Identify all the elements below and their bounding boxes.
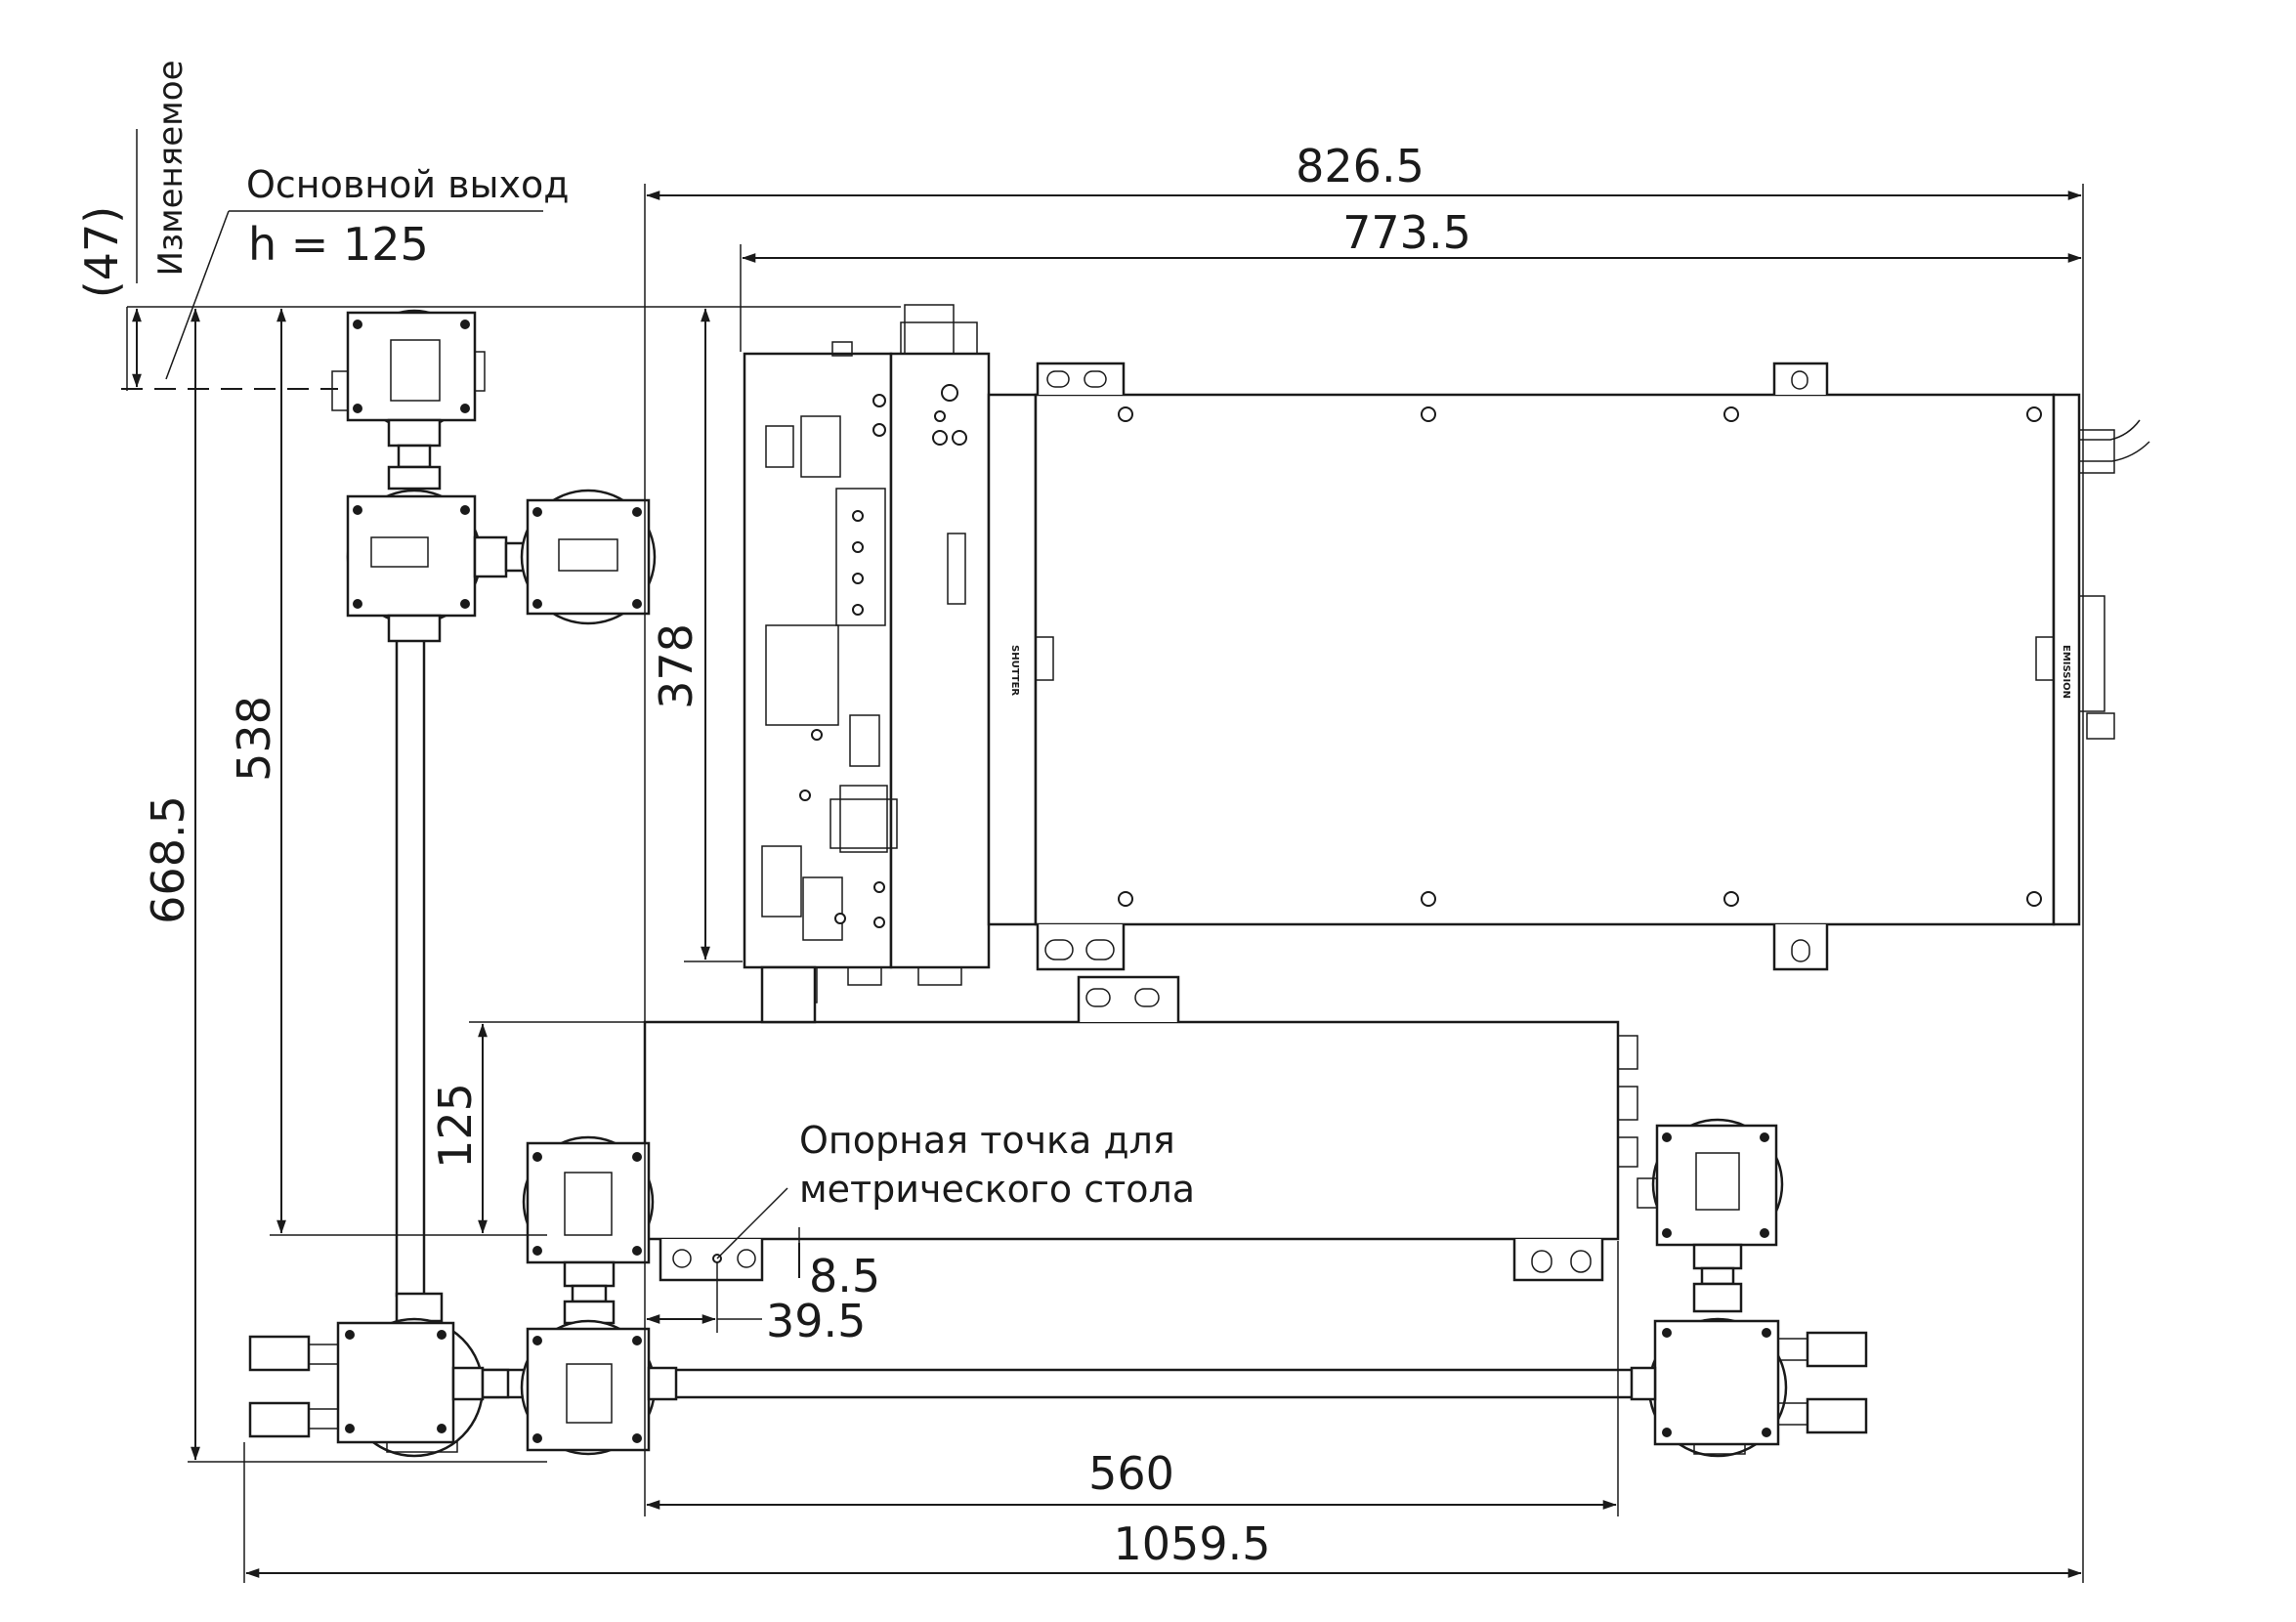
reference-point-label-line1: Опорная точка для — [799, 1119, 1175, 1162]
controller-right-panel — [889, 352, 991, 969]
emission-flange — [2052, 393, 2081, 926]
dim-beam-path-height: 538 — [228, 696, 280, 782]
laser-housing — [1034, 393, 2056, 926]
dim-overall-width: 826.5 — [1296, 140, 1424, 192]
main-output-label: Основной выход — [246, 163, 570, 206]
dim-laser-width: 773.5 — [1342, 206, 1471, 259]
splitter-head-right — [520, 489, 657, 625]
adjustable-label: Изменяемое — [151, 60, 191, 276]
dim-ref-offset-small: 8.5 — [809, 1250, 880, 1302]
dim-total-width: 1059.5 — [1114, 1517, 1271, 1570]
shutter-flange — [987, 393, 1038, 926]
main-output-head — [331, 309, 486, 491]
right-junction — [1630, 1317, 1868, 1458]
vertical-beam-tube — [395, 627, 426, 1298]
beam-delivery-system — [248, 309, 1868, 1458]
reference-head — [522, 1135, 655, 1325]
dim-bottom-span: 560 — [1088, 1447, 1174, 1500]
shutter-plate-text: SHUTTER — [1009, 645, 1020, 696]
metric-table — [643, 965, 1638, 1282]
dim-ref-offset-x: 39.5 — [766, 1295, 866, 1347]
dimension-lines: 826.5 773.5 378 538 668.5 125 (47) Измен… — [75, 60, 2084, 1583]
main-output-height-label: h = 125 — [248, 218, 429, 271]
dim-adjustable-offset: (47) — [75, 206, 128, 298]
table-mount-block — [760, 965, 817, 1024]
bottom-mid-head — [481, 1319, 678, 1456]
right-head-upper — [1637, 1118, 1784, 1313]
splitter-head-left — [346, 489, 483, 643]
controller-left-panel — [743, 352, 893, 969]
dim-table-offset: 125 — [429, 1083, 482, 1169]
bottom-left-junction — [248, 1292, 485, 1458]
dim-laser-height: 378 — [650, 623, 702, 709]
emission-plate-text: EMISSION — [2061, 645, 2071, 699]
dim-overall-height: 668.5 — [142, 795, 194, 924]
laser-head: SHUTTER EMISSION — [743, 304, 2150, 1003]
reference-point-label-line2: метрического стола — [799, 1168, 1195, 1211]
